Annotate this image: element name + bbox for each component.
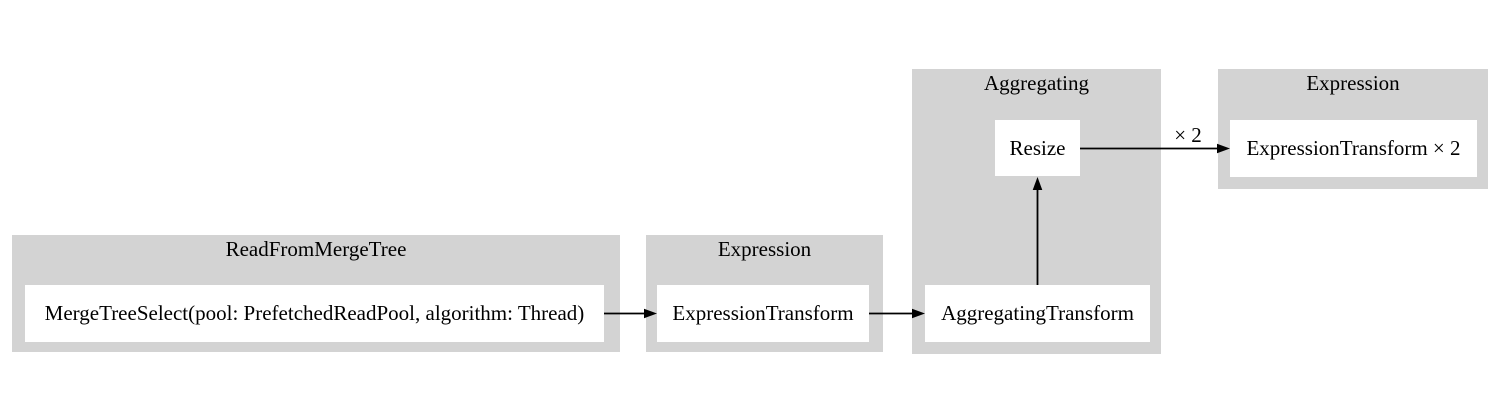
cluster-title-expression-2: Expression <box>1306 71 1400 95</box>
cluster-expression-2: Expression ExpressionTransform × 2 <box>1218 69 1488 189</box>
cluster-expression-1: Expression ExpressionTransform <box>646 235 883 352</box>
node-aggregatingtransform: AggregatingTransform <box>925 285 1150 342</box>
cluster-title-aggregating: Aggregating <box>984 71 1089 95</box>
edge-multiplicity-label: × 2 <box>1174 123 1202 147</box>
cluster-aggregating: Aggregating Resize AggregatingTransform <box>912 69 1161 354</box>
cluster-readfrommergetree: ReadFromMergeTree MergeTreeSelect(pool: … <box>12 235 620 352</box>
cluster-title-expression-1: Expression <box>717 237 812 261</box>
node-expressiontransform: ExpressionTransform <box>657 285 869 342</box>
cluster-title-readfrommergetree: ReadFromMergeTree <box>225 237 407 261</box>
node-expressiontransform-x2: ExpressionTransform × 2 <box>1230 120 1477 177</box>
node-mergetreeselect: MergeTreeSelect(pool: PrefetchedReadPool… <box>25 285 604 342</box>
node-resize: Resize <box>995 120 1080 176</box>
